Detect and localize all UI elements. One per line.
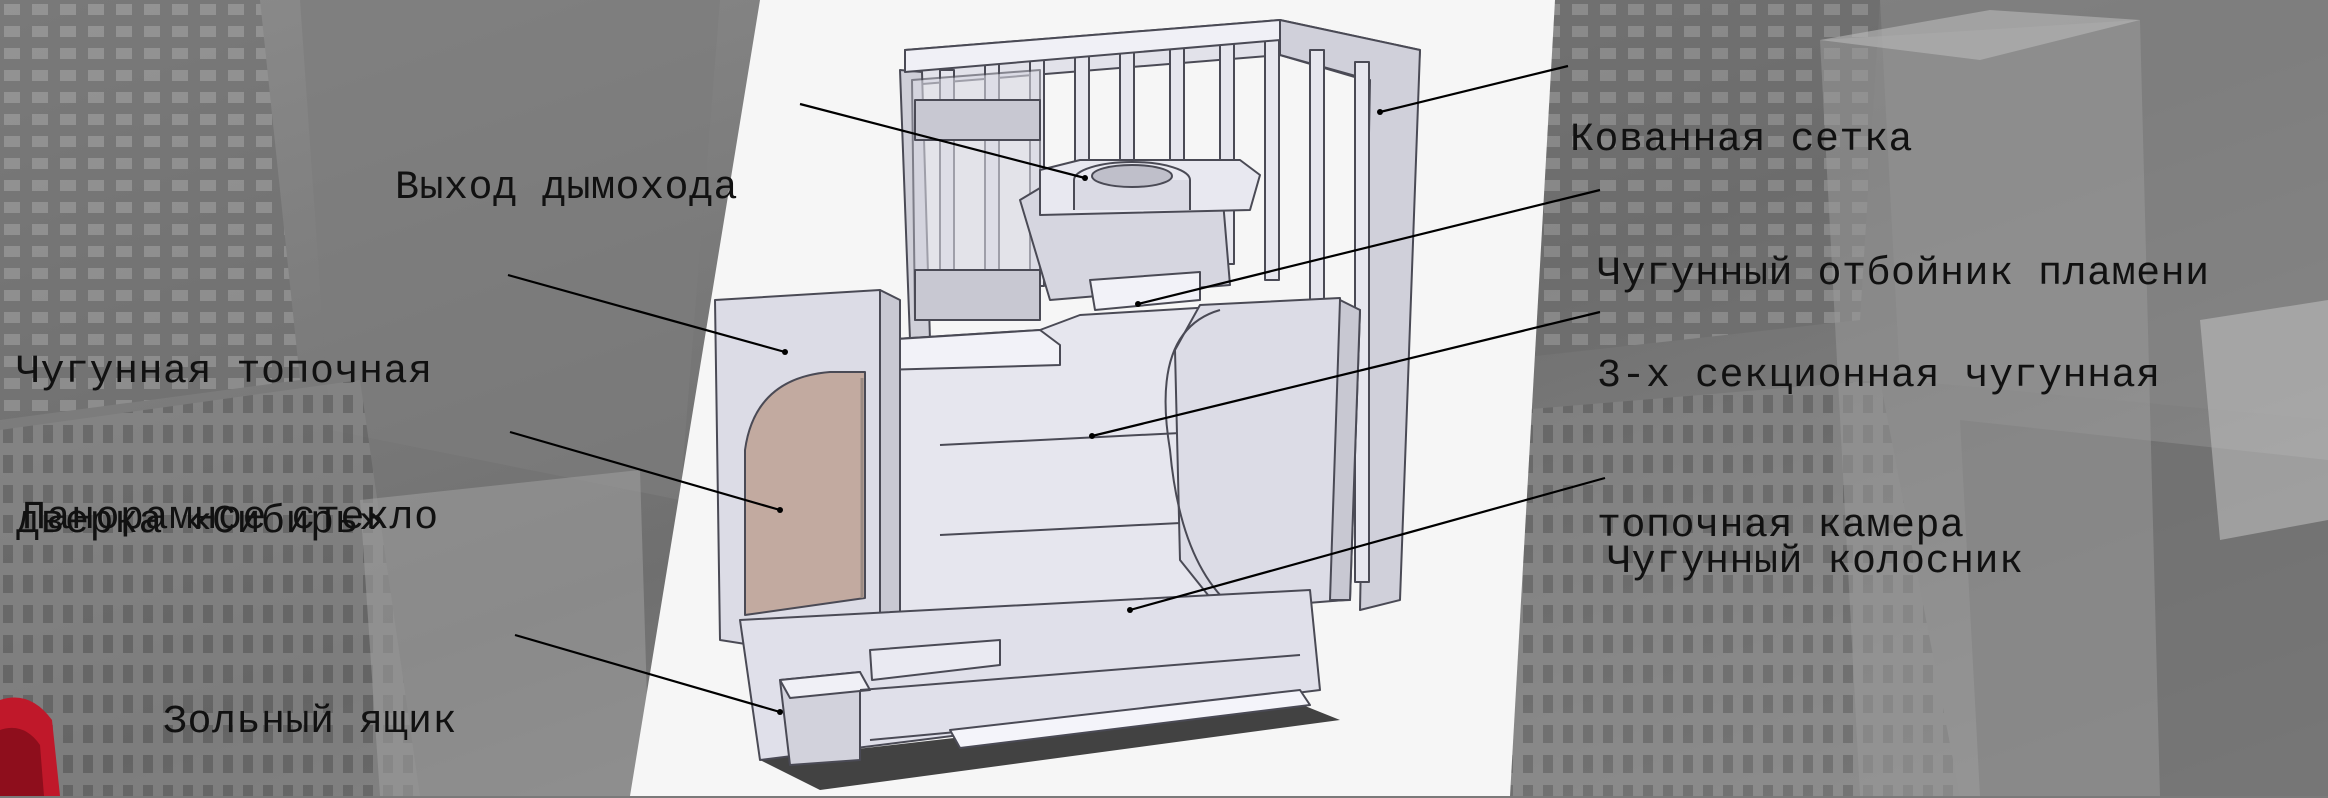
label-forged-grid-text: Кованная сетка [1570,118,1914,163]
label-chimney-outlet: Выход дымохода [395,64,738,264]
label-firebox-line1: 3-х секционная чугунная [1597,354,2161,399]
panoramic-glass [744,371,866,616]
label-firebox: 3-х секционная чугунная топочная камера [1597,252,2161,602]
label-firebox-line2: топочная камера [1597,504,1965,549]
label-flame-deflector: Чугунный отбойник пламени [1597,150,2210,350]
label-forged-grid: Кованная сетка [1570,16,1913,216]
forged-grid [899,19,1421,611]
label-fire-door-line2: дверка «Сибирь» [16,500,384,545]
label-grate: Чугунный колосник [1607,438,2024,638]
fire-door [714,289,901,666]
label-ash-box: Зольный ящик [163,598,457,798]
leader-end-dot [1082,175,1088,181]
stove-shadow [760,700,1340,790]
label-panoramic-glass: Панорамное стекло [22,394,439,594]
leader-end-dot [782,349,788,355]
leader-end-dot [1135,301,1141,307]
leader-end-dot [1377,109,1383,115]
label-panoramic-glass-text: Панорамное стекло [22,496,439,541]
leader-end-dot [777,709,783,715]
label-grate-text: Чугунный колосник [1607,540,2024,585]
leader-end-dot [777,507,783,513]
label-ash-box-text: Зольный ящик [163,700,458,745]
label-chimney-outlet-text: Выход дымохода [395,166,739,211]
label-flame-deflector-text: Чугунный отбойник пламени [1597,252,2210,297]
leader-end-dot [1089,433,1095,439]
label-fire-door: Чугунная топочная дверка «Сибирь» [16,248,433,598]
chimney-outlet [1073,161,1191,210]
leader-lines [507,64,1606,714]
leader-end-dot [1127,607,1133,613]
firebox-body [879,297,1361,621]
ash-box [739,589,1321,766]
label-fire-door-line1: Чугунная топочная [16,350,433,395]
